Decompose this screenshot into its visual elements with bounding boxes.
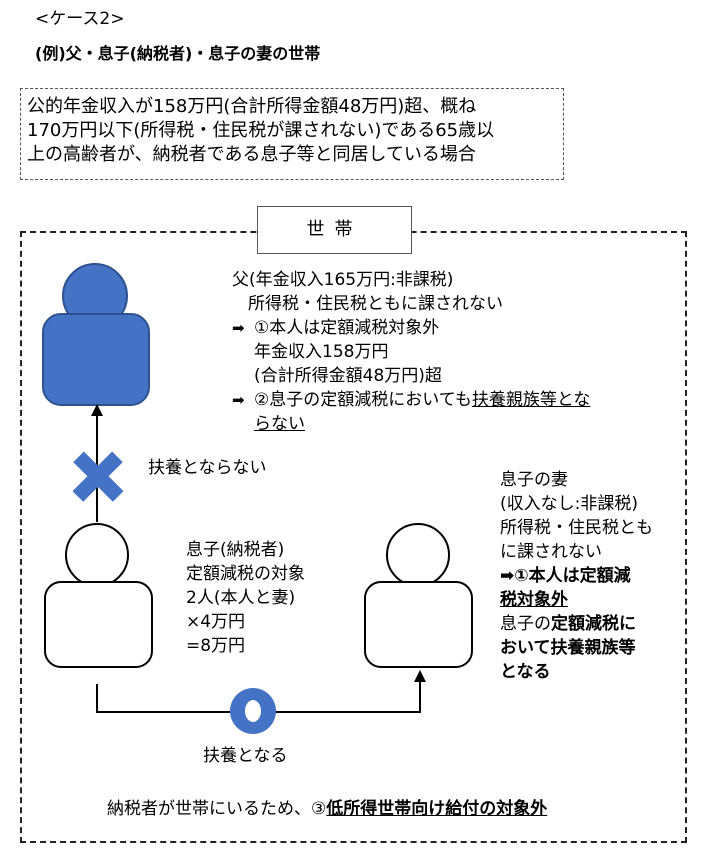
wife-line: ➡①本人は定額減 [500, 566, 631, 586]
wife-line: おいて扶養親族等 [500, 638, 636, 658]
arrow-right-icon: ➡ [500, 566, 515, 586]
father-line: 年金収入158万円 [254, 342, 389, 362]
father-description: 父(年金収入165万円:非課税) 所得税・住民税ともに課されない ➡①本人は定額… [232, 268, 590, 436]
son-line: ×4万円 [186, 612, 246, 632]
father-line: 所得税・住民税ともに課されない [248, 294, 503, 314]
dependent-label: 扶養となる [203, 746, 288, 766]
wife-line: 息子の妻 [500, 470, 568, 490]
son-line: 2人(本人と妻) [186, 588, 296, 608]
son-description: 息子(納税者) 定額減税の対象 2人(本人と妻) ×4万円 =8万円 [186, 538, 305, 658]
arrowhead-up-icon [91, 404, 103, 416]
case-label: <ケース2> [35, 9, 125, 29]
wife-line: となる [500, 662, 551, 682]
not-dependent-label: 扶養とならない [148, 458, 267, 478]
son-line: 息子(納税者) [186, 540, 285, 560]
footer-note: 納税者が世帯にいるため、③低所得世帯向け給付の対象外 [107, 799, 548, 819]
description-line: 上の高齢者が、納税者である息子等と同居している場合 [27, 144, 476, 165]
ring-hole [245, 700, 261, 722]
father-body-icon [42, 313, 150, 406]
wife-line: 所得税・住民税とも [500, 518, 653, 538]
example-title: (例)父・息子(納税者)・息子の妻の世帯 [35, 44, 321, 63]
son-line: 定額減税の対象 [186, 564, 305, 584]
arrow-right-icon: ➡ [232, 391, 245, 409]
father-line: ➡①本人は定額減税対象外 [232, 318, 440, 338]
description-line: 170万円以下(所得税・住民税が課されない)である65歳以 [27, 120, 495, 141]
wife-line: 息子の定額減税に [500, 614, 636, 634]
father-line: (合計所得金額48万円)超 [254, 366, 442, 386]
father-line: らない [254, 414, 305, 434]
wife-head-icon [386, 523, 450, 587]
son-line: =8万円 [186, 636, 246, 656]
arrowhead-up-icon [414, 670, 426, 682]
wife-line: 税対象外 [500, 590, 568, 610]
son-body-icon [44, 581, 153, 668]
cross-icon [72, 451, 124, 502]
description-box: 公的年金収入が158万円(合計所得金額48万円)超、概ね 170万円以下(所得税… [20, 88, 564, 180]
son-head-icon [65, 523, 129, 587]
wife-line: (収入なし:非課税) [500, 494, 638, 514]
household-label: 世帯 [257, 206, 412, 254]
wife-line: に課されない [500, 542, 602, 562]
father-line: 父(年金収入165万円:非課税) [232, 270, 454, 290]
description-line: 公的年金収入が158万円(合計所得金額48万円)超、概ね [27, 96, 477, 117]
arrow-right-icon: ➡ [232, 319, 245, 337]
father-line: ➡②息子の定額減税においても扶養親族等とな [232, 390, 591, 410]
wife-description: 息子の妻 (収入なし:非課税) 所得税・住民税とも に課されない ➡①本人は定額… [500, 468, 653, 684]
wife-body-icon [364, 581, 473, 668]
